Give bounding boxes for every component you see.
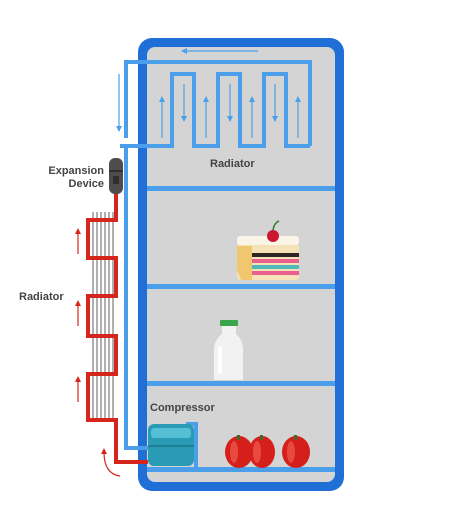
return-pipe <box>124 60 312 146</box>
serpentine-coil <box>150 72 310 148</box>
compressor-label: Compressor <box>150 402 216 414</box>
flow-arrow-head <box>75 300 81 306</box>
expansion-device-icon <box>109 158 123 194</box>
hot-coil-pipe <box>86 194 148 464</box>
flow-arrow-head <box>101 448 107 454</box>
hot-flow-arrows <box>75 228 121 477</box>
flow-arrow-head <box>181 116 187 122</box>
shelf <box>147 381 335 386</box>
expansion-device-label: Expansion <box>48 165 104 177</box>
flow-arrow-head <box>295 96 301 102</box>
shelf <box>147 284 335 289</box>
flow-arrow-head <box>75 228 81 234</box>
expansion-device-label-line2: Device <box>69 178 104 190</box>
suction-pipe <box>124 146 198 470</box>
flow-arrow-head <box>75 376 81 382</box>
flow-arrow <box>103 451 121 477</box>
flow-arrow-head <box>116 126 122 132</box>
side-radiator-coil <box>86 194 148 464</box>
side-radiator-label: Radiator <box>19 291 64 303</box>
bell-peppers <box>225 435 310 468</box>
cake-icon <box>237 220 299 280</box>
bell-pepper-icon <box>282 435 310 468</box>
flow-arrow-head <box>249 96 255 102</box>
compressor-icon <box>148 424 194 466</box>
top-radiator-label: Radiator <box>210 158 255 170</box>
flow-arrow-head <box>272 116 278 122</box>
cold-flow-arrows <box>116 48 301 138</box>
bell-pepper-icon <box>225 435 253 468</box>
flow-arrow-head <box>181 48 187 54</box>
flow-arrow-head <box>203 96 209 102</box>
cold-return-line <box>124 146 148 450</box>
shelves <box>147 186 335 472</box>
milk-bottle-icon <box>214 320 243 380</box>
side-radiator-fins <box>92 212 114 418</box>
flow-arrow-head <box>227 116 233 122</box>
bell-pepper-icon <box>249 435 275 468</box>
flow-arrow-head <box>159 96 165 102</box>
shelf <box>147 186 335 191</box>
compressor-outlet-line <box>186 422 198 470</box>
shelf <box>147 467 335 472</box>
